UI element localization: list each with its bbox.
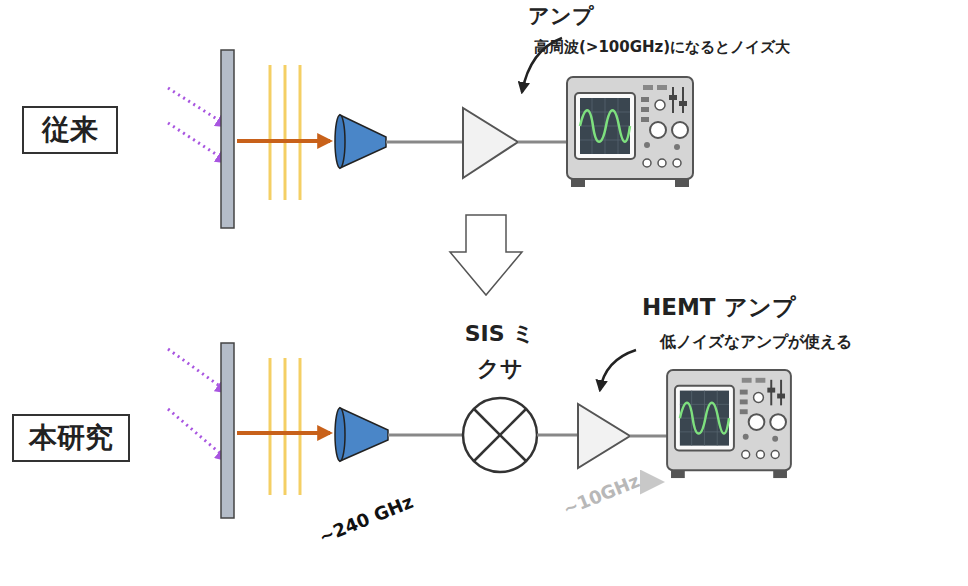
row-label: 従来 <box>42 111 98 149</box>
frequency-label: ~10GHz <box>560 470 642 520</box>
callout-title: HEMT アンプ <box>642 292 796 323</box>
row-label: 本研究 <box>29 419 113 457</box>
conventional-setup <box>168 38 693 228</box>
component-name: SIS ミクサ <box>460 316 540 386</box>
row-label-box: 本研究 <box>12 414 130 462</box>
frequency-label: ~240 GHz <box>316 491 416 548</box>
row-label-box: 従来 <box>22 106 118 154</box>
transition-arrow <box>450 215 522 295</box>
callout-title: アンプ <box>528 2 594 30</box>
callout-note: 低ノイズなアンプが使える <box>660 332 852 353</box>
callout-note: 高周波(>100GHz)になるとノイズ大 <box>534 38 790 57</box>
